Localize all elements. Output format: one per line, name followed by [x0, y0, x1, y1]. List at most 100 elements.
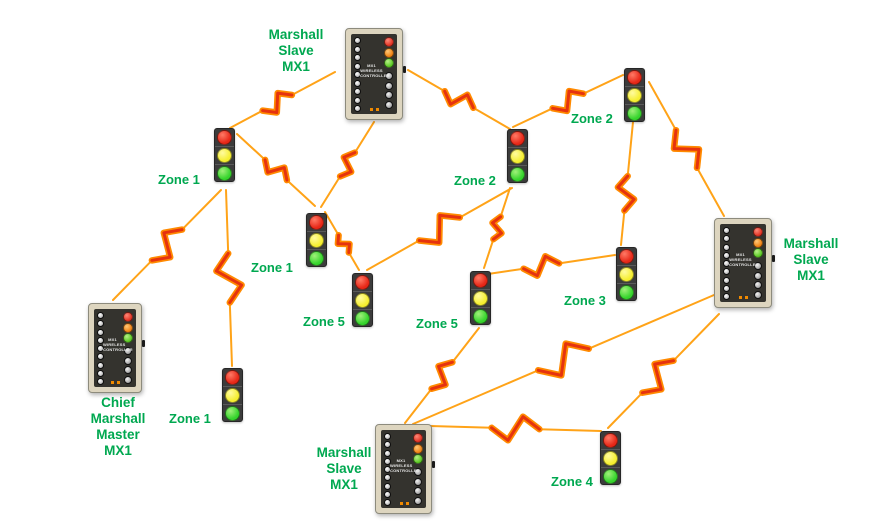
led-green [384, 58, 394, 68]
channel-button [354, 37, 361, 44]
green-light [627, 105, 642, 121]
channel-button [723, 243, 730, 251]
yellow-light [627, 87, 642, 103]
light-section-divider [215, 163, 234, 165]
function-button [385, 81, 393, 90]
wireless-link-slave-right-z4 [607, 313, 720, 429]
channel-button [354, 105, 361, 112]
wireless-link-z2a-z5b [483, 187, 511, 269]
yellow-light [355, 292, 370, 308]
green-light [619, 284, 634, 300]
device-label-line: MX1 [104, 443, 132, 458]
led-red [413, 433, 423, 443]
light-section-divider [508, 146, 527, 148]
function-button [414, 487, 422, 495]
panel-text-line: MX1 [108, 337, 117, 343]
channel-button [384, 499, 391, 506]
light-section-divider [471, 306, 490, 308]
zone-label-z2b: Zone 2 [571, 111, 613, 126]
channel-button [97, 328, 104, 336]
red-light [510, 130, 525, 146]
wireless-link-z5b-z3 [487, 253, 616, 279]
green-light [309, 250, 324, 266]
channel-button [97, 320, 104, 328]
traffic-light-z2a [507, 129, 528, 183]
status-indicator [399, 502, 403, 505]
red-light [603, 432, 618, 448]
channel-button [384, 474, 391, 482]
yellow-light [603, 450, 618, 466]
channel-button [384, 449, 391, 457]
status-indicator [739, 296, 742, 299]
light-section-divider [307, 230, 326, 232]
channel-button [384, 482, 391, 490]
device-label-line: Marshall [316, 445, 372, 460]
panel-text-line: CONTROLLER [390, 468, 420, 474]
device-label-line: Slave [793, 252, 829, 267]
led-orange [384, 47, 394, 58]
light-section-divider [353, 308, 372, 310]
channel-button [723, 293, 730, 300]
channel-button [723, 235, 730, 243]
status-indicator [376, 108, 379, 111]
traffic-light-z2b [624, 68, 645, 122]
led-red [123, 312, 133, 322]
traffic-light-z5a [352, 273, 373, 327]
green-light [225, 405, 240, 421]
zone-label-z5b: Zone 5 [416, 316, 458, 331]
function-button [385, 72, 393, 80]
yellow-light [309, 232, 324, 248]
light-section-divider [625, 85, 644, 87]
zone-label-z2a: Zone 2 [454, 173, 496, 188]
channel-button [384, 433, 391, 440]
led-red [384, 37, 394, 47]
panel-text-line: WIRELESS [103, 342, 126, 348]
zone-label-z5a: Zone 5 [303, 314, 345, 329]
wireless-link-slave-top-z2a [407, 69, 511, 130]
light-section-divider [223, 385, 242, 387]
channel-button [97, 361, 104, 369]
green-light [355, 310, 370, 326]
red-light [217, 129, 232, 145]
channel-button [723, 284, 730, 292]
green-light [510, 166, 525, 182]
panel-text-line: WIRELESS [729, 257, 752, 263]
panel-text-line: CONTROLLER [103, 347, 133, 353]
traffic-light-z1a [214, 128, 235, 182]
antenna-nub [403, 65, 406, 73]
device-label-line: MX1 [330, 477, 358, 492]
function-button [414, 477, 422, 486]
zone-label-z1a: Zone 1 [158, 172, 200, 187]
yellow-light [225, 387, 240, 403]
channel-button [97, 345, 104, 352]
antenna-nub [142, 340, 145, 347]
wireless-link-z2a-z2b [512, 74, 624, 128]
device-label-line: MX1 [282, 59, 310, 74]
traffic-light-z1b [306, 213, 327, 267]
light-section-divider [625, 103, 644, 105]
channel-button [354, 62, 361, 70]
zone-label-z3: Zone 3 [564, 293, 606, 308]
status-indicator [117, 381, 120, 384]
led-orange [753, 237, 763, 248]
red-light [355, 274, 370, 290]
light-section-divider [617, 282, 636, 284]
light-section-divider [353, 290, 372, 292]
function-button [754, 262, 762, 270]
device-label-line: Slave [326, 461, 362, 476]
red-light [619, 248, 634, 264]
wireless-link-z1a-z1c [213, 189, 245, 367]
panel-text-line: MX1 [736, 252, 745, 258]
led-green [413, 454, 423, 464]
red-light [225, 369, 240, 385]
status-indicator [745, 296, 748, 299]
channel-button [354, 45, 361, 53]
panel-text-line: CONTROLLER [360, 72, 390, 78]
